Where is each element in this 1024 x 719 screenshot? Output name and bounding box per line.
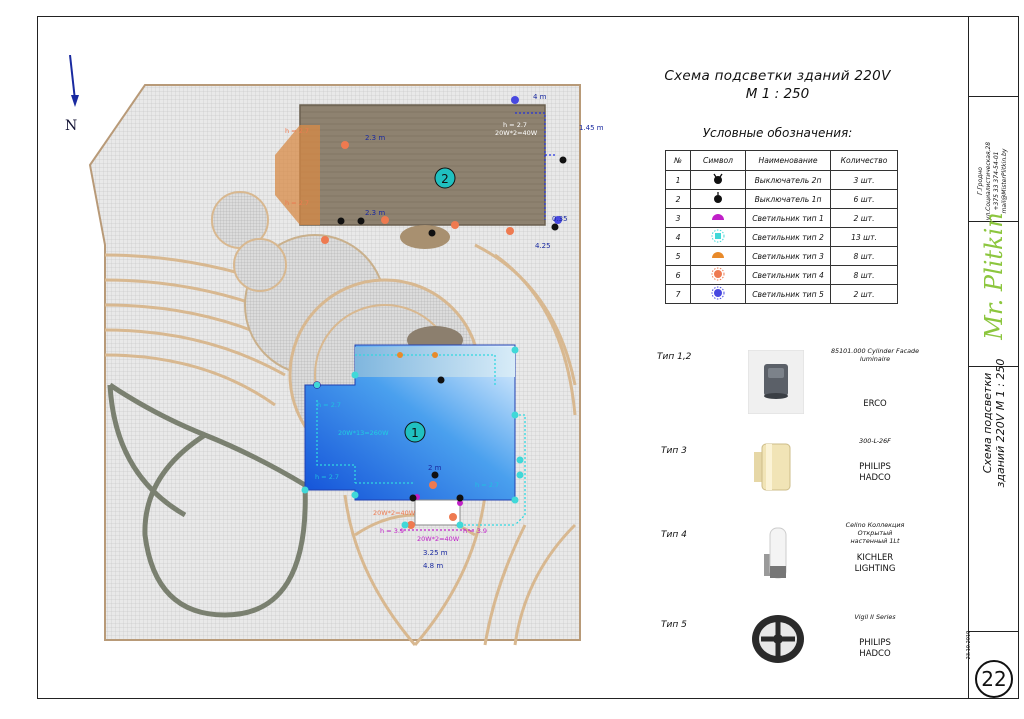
svg-text:h = 2.7: h = 2.7 bbox=[503, 121, 527, 129]
svg-text:h = 2.7: h = 2.7 bbox=[475, 481, 499, 489]
round-grid-luminaire-icon bbox=[752, 615, 804, 663]
svg-text:20W*13=260W: 20W*13=260W bbox=[338, 429, 389, 437]
sheet-date: 23.10.2019 bbox=[966, 630, 972, 660]
company-logo: Mr. Plitkin bbox=[980, 212, 1008, 340]
drawing-scale: М 1 : 250 bbox=[745, 86, 810, 102]
product-brand: KICHLER bbox=[856, 553, 894, 563]
building-1-marker bbox=[404, 421, 426, 443]
product-model: настенный 1Lt bbox=[850, 537, 900, 545]
building-1-number: 1 bbox=[411, 426, 419, 440]
svg-text:h = 3.9: h = 3.9 bbox=[380, 527, 404, 535]
svg-text:h = 2.7: h = 2.7 bbox=[285, 199, 309, 207]
svg-text:20W*2=40W: 20W*2=40W bbox=[373, 509, 416, 517]
lamp-type1-icon bbox=[712, 214, 724, 220]
legend-col-name: Наименование bbox=[745, 150, 831, 171]
legend-row: 3 Светильник тип 1 2 шт. bbox=[665, 208, 898, 228]
beige-cylinder-lamp-icon bbox=[754, 443, 791, 491]
svg-text:20W*2=40W: 20W*2=40W bbox=[495, 129, 538, 137]
building-2-marker bbox=[434, 167, 456, 189]
legend-row: 2 Выключатель 1п 6 шт. bbox=[665, 189, 898, 209]
product-brand: PHILIPS bbox=[859, 462, 891, 472]
sheet-title: Схема подсветки зданий 220V М 1 : 250 bbox=[981, 358, 1007, 488]
legend-col-qty: Количество bbox=[830, 150, 898, 171]
svg-text:0.35: 0.35 bbox=[552, 215, 568, 223]
product-model: 300-L-26F bbox=[859, 437, 891, 445]
svg-text:3.25 m: 3.25 m bbox=[423, 549, 448, 557]
legend-heading: Условные обозначения: bbox=[702, 126, 853, 140]
type-label-1-2: Тип 1,2 bbox=[657, 352, 692, 362]
lamp-type5-icon bbox=[711, 286, 725, 300]
legend-row: 1 Выключатель 2п 3 шт. bbox=[665, 170, 898, 190]
svg-text:20W*2=40W: 20W*2=40W bbox=[417, 535, 460, 543]
product-model: Celino Коллекция bbox=[845, 521, 905, 529]
svg-text:4.8 m: 4.8 m bbox=[423, 562, 443, 570]
product-model: Открытый bbox=[857, 529, 893, 537]
legend-col-num: № bbox=[665, 150, 691, 171]
svg-text:4 m: 4 m bbox=[533, 93, 547, 101]
svg-text:2.3 m: 2.3 m bbox=[365, 134, 385, 142]
lamp-type4-icon bbox=[711, 267, 725, 281]
switch-2p-icon bbox=[713, 173, 723, 184]
svg-text:h = 2.7: h = 2.7 bbox=[315, 473, 339, 481]
svg-text:h = 2.7: h = 2.7 bbox=[285, 127, 309, 135]
north-arrow-icon: N bbox=[65, 55, 79, 134]
svg-text:h = 2.7: h = 2.7 bbox=[317, 401, 341, 409]
svg-text:N: N bbox=[65, 118, 77, 134]
sheet-number: 22 bbox=[975, 660, 1013, 698]
product-brand: PHILIPS bbox=[859, 638, 891, 648]
wall-lantern-icon bbox=[764, 527, 787, 579]
title-block bbox=[968, 16, 1019, 699]
legend-row: 4 Светильник тип 2 13 шт. bbox=[665, 227, 898, 247]
lamp-type2-icon bbox=[711, 229, 725, 243]
svg-text:2.3 m: 2.3 m bbox=[365, 209, 385, 217]
legend-row: 6 Светильник тип 4 8 шт. bbox=[665, 265, 898, 285]
fixtures bbox=[301, 96, 567, 529]
svg-text:h = 3.9: h = 3.9 bbox=[463, 527, 487, 535]
svg-text:2 m: 2 m bbox=[428, 464, 442, 472]
legend-table: № Символ Наименование Количество 1 Выклю… bbox=[665, 150, 898, 304]
product-brand: HADCO bbox=[859, 649, 891, 659]
legend-col-symbol: Символ bbox=[690, 150, 746, 171]
lamp-type3-icon bbox=[712, 252, 724, 258]
building-2-number: 2 bbox=[441, 172, 449, 186]
type-label-5: Тип 5 bbox=[661, 620, 687, 630]
cylinder-facade-luminaire-icon bbox=[748, 350, 804, 414]
svg-text:4.25: 4.25 bbox=[535, 242, 551, 250]
legend-header-row: № Символ Наименование Количество bbox=[665, 150, 898, 171]
svg-text:1.45 m: 1.45 m bbox=[579, 124, 604, 132]
lighting-plan: 2 1 bbox=[65, 55, 604, 646]
type-label-4: Тип 4 bbox=[661, 530, 687, 540]
switch-1p-icon bbox=[714, 192, 722, 203]
product-model: 85101.000 Cylinder Facade luminaire bbox=[830, 347, 920, 363]
product-brand: HADCO bbox=[859, 473, 891, 483]
legend-row: 5 Светильник тип 3 8 шт. bbox=[665, 246, 898, 266]
product-brand: ERCO bbox=[863, 399, 887, 409]
type-label-3: Тип 3 bbox=[661, 446, 687, 456]
drawing-title: Схема подсветки зданий 220V bbox=[664, 68, 891, 84]
product-brand: LIGHTING bbox=[854, 564, 896, 574]
legend-row: 7 Светильник тип 5 2 шт. bbox=[665, 284, 898, 304]
product-model: Vigil II Series bbox=[854, 613, 896, 621]
drawing-sheet bbox=[37, 16, 1019, 699]
